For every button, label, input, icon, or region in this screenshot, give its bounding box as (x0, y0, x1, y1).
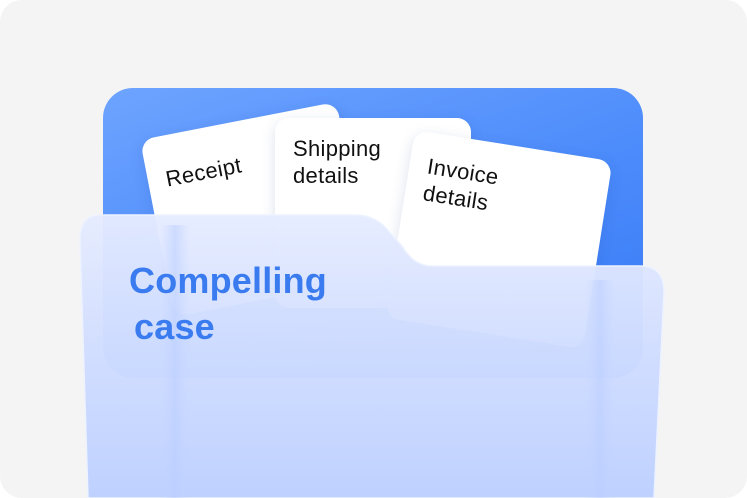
document-card-invoice: Invoice details (385, 130, 613, 349)
document-label-line2: details (293, 163, 359, 188)
document-label-line1: Shipping (293, 136, 382, 161)
document-label: Shipping details (293, 135, 381, 189)
folder-label: Compelling case (129, 258, 327, 350)
folder-label-line2: case (134, 306, 215, 347)
folder-label-line1: Compelling (129, 260, 327, 301)
document-label: Receipt (163, 151, 244, 192)
document-label-line1: Receipt (163, 152, 244, 192)
document-label: Invoice details (421, 153, 500, 218)
